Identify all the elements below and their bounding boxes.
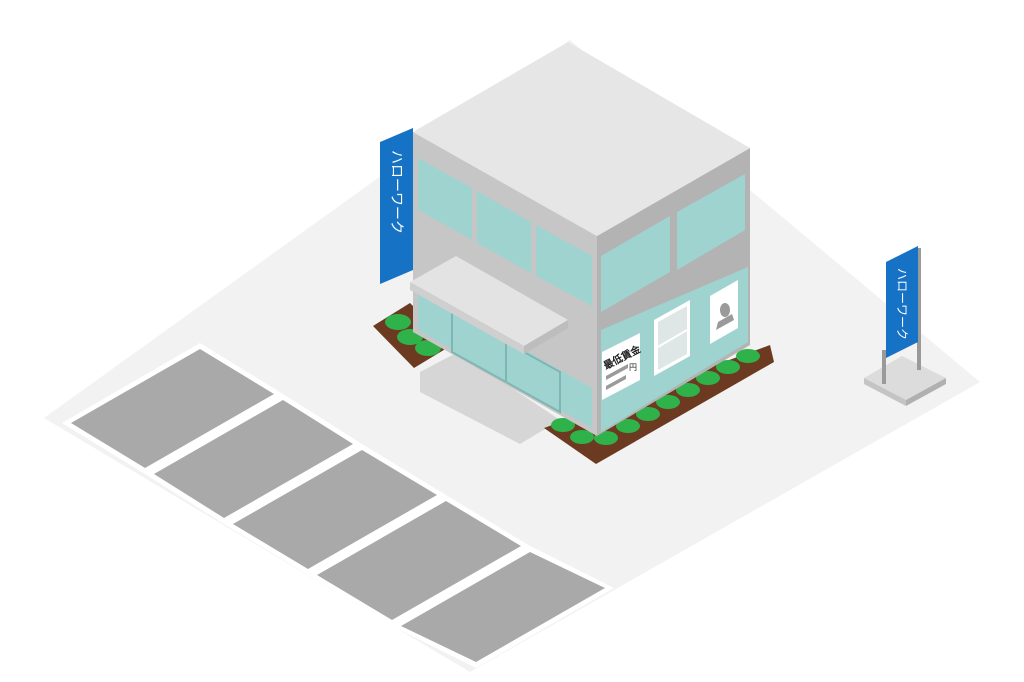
shrub	[385, 314, 411, 330]
poster-line	[606, 364, 628, 380]
stand-base-side	[906, 378, 946, 406]
shrub	[551, 418, 575, 432]
window-band	[677, 174, 745, 270]
silhouette-icon	[720, 303, 730, 317]
canopy-side	[524, 320, 568, 354]
stand-sign-panel	[886, 246, 918, 358]
parking-lot	[62, 343, 614, 668]
silhouette-icon	[716, 314, 734, 330]
window-band	[536, 225, 592, 306]
shrub	[636, 407, 660, 421]
stand-base-front	[864, 378, 906, 406]
poster-line	[606, 375, 626, 390]
shrub	[676, 383, 700, 397]
right-planter	[544, 345, 774, 464]
shrub	[736, 349, 760, 363]
stand-sign: ハローワーク	[864, 246, 946, 406]
stand-sign-text: ハローワーク	[895, 268, 909, 340]
shrub	[570, 430, 594, 444]
stand-pole	[917, 248, 921, 370]
shrub	[716, 360, 740, 374]
banner-panel	[380, 128, 413, 284]
building: 最低賃金 円	[410, 42, 750, 436]
window-band	[601, 216, 670, 312]
building-banner: ハローワーク	[380, 128, 413, 284]
window-mullion	[657, 329, 688, 348]
parking-space	[71, 349, 274, 468]
stand-pole	[882, 350, 886, 384]
parking-space	[233, 450, 437, 569]
shrub	[616, 419, 640, 433]
poster-unit: 円	[629, 363, 637, 372]
shrub	[696, 371, 720, 385]
banner-text: ハローワーク	[388, 150, 404, 234]
parking-space	[317, 501, 521, 620]
parking-space	[154, 400, 353, 518]
shrub	[594, 431, 618, 445]
window-band	[418, 158, 472, 240]
parking-space	[401, 552, 605, 662]
canopy-front	[410, 282, 524, 354]
building-roof	[413, 42, 750, 236]
window-band	[477, 191, 531, 273]
canopy-top	[410, 256, 568, 346]
shrub	[656, 395, 680, 409]
entrance-path	[420, 352, 560, 444]
